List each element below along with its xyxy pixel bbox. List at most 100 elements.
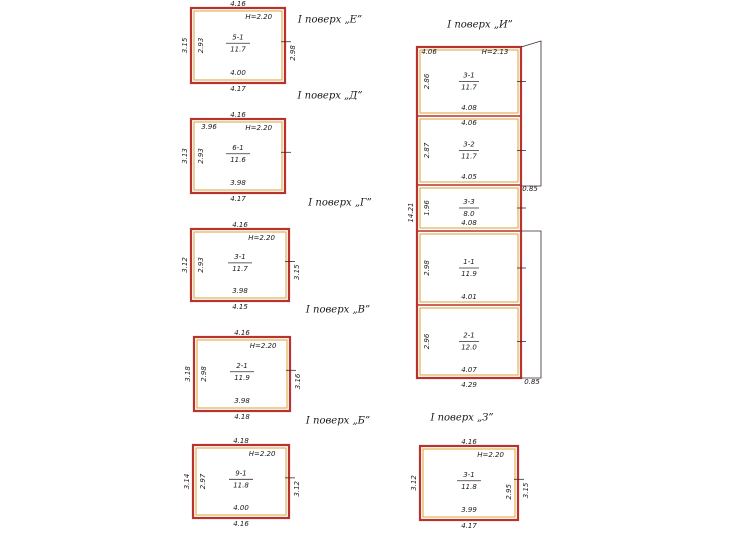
inner-wall [193, 10, 283, 81]
dim-top: 4.16 [461, 438, 477, 446]
dim-left-inner: 2.97 [199, 473, 207, 489]
dim-annex-mid: 0.85 [522, 185, 538, 193]
dim-bottom-inner: 3.98 [234, 397, 250, 405]
dim-side: 2.87 [423, 142, 431, 158]
room-area: 12.0 [461, 344, 477, 352]
ceiling-height: H=2.20 [245, 124, 272, 132]
dim-top-inner: 3.96 [201, 123, 217, 131]
room-number: 6-1 [232, 144, 243, 152]
dim-left-inner: 2.93 [197, 38, 205, 54]
ceiling-height: H=2.20 [250, 342, 277, 350]
room-number: 1-1 [463, 258, 474, 266]
dim-side: 2.98 [423, 260, 431, 276]
room-area: 11.7 [461, 153, 477, 161]
dim-bottom: 4.17 [230, 195, 246, 203]
ceiling-height: H=2.13 [482, 48, 509, 56]
room-area: 11.8 [233, 481, 249, 489]
dim-right: 3.16 [294, 373, 302, 389]
inner-wall [195, 447, 287, 516]
plan-title: I поверх „В” [305, 305, 370, 316]
dim-left-inner: 2.93 [197, 148, 205, 164]
dim-top-inner: 4.06 [421, 48, 437, 56]
outer-wall [191, 443, 291, 520]
dim-bottom: 4.15 [232, 303, 248, 311]
room-3-3: 3-38.01.964.08 [417, 184, 526, 229]
dim-bottom-inner: 4.01 [461, 293, 477, 301]
room-area: 11.7 [230, 45, 246, 53]
dim-bottom-inner: 4.00 [230, 69, 246, 77]
dim-side: 2.86 [423, 73, 431, 89]
dim-right-inner: 2.95 [505, 484, 513, 500]
dim-bottom-inner: 4.05 [461, 173, 477, 181]
dim-bottom-inner: 4.07 [461, 366, 477, 374]
outer-wall [189, 227, 291, 303]
room-3-2: 3-211.72.874.054.06 [417, 115, 526, 183]
dim-top: 4.16 [230, 0, 246, 8]
plan-title: I поверх „Е” [297, 15, 362, 26]
dim-bottom: 4.16 [233, 520, 249, 528]
dim-bottom-inner: 4.08 [461, 104, 477, 112]
plan-title: I поверх „Г” [307, 198, 371, 209]
inner-wall [193, 121, 283, 191]
dim-bottom: 4.18 [234, 413, 250, 421]
dim-right: 3.15 [293, 264, 301, 280]
dim-bottom: 4.29 [461, 381, 477, 389]
dim-left: 3.12 [181, 257, 189, 273]
dim-right: 2.98 [289, 45, 297, 61]
room-area: 11.7 [232, 265, 248, 273]
dim-bottom: 4.17 [230, 85, 246, 93]
ceiling-height: H=2.20 [249, 450, 276, 458]
outer-wall [189, 117, 287, 195]
room-area: 11.6 [230, 156, 246, 164]
room-area: 11.8 [461, 483, 477, 491]
dim-left-inner: 2.93 [197, 257, 205, 273]
dim-bottom-inner: 4.00 [233, 504, 249, 512]
dim-left: 3.15 [181, 37, 189, 53]
plan-i: 3-111.72.864.083-211.72.874.054.063-38.0… [407, 20, 542, 389]
dim-right: 3.12 [293, 480, 301, 496]
dim-left: 3.13 [181, 148, 189, 164]
dim-bottom-inner: 3.99 [461, 506, 477, 514]
room-number: 3-1 [234, 253, 245, 261]
plan-v: I поверх „В” 4.16H=2.20 3.18 2.98 3.16 3.98 4.… [184, 305, 370, 422]
dim-left: 3.14 [183, 474, 191, 490]
dim-left-inner: 2.98 [200, 366, 208, 382]
dim-top: 4.16 [234, 329, 250, 337]
annex-outline [520, 40, 542, 187]
inner-wall [193, 231, 287, 299]
room-2-1: 2-1 12.0 2.96 4.07 [417, 304, 526, 376]
annex-outline [521, 230, 542, 379]
room-number: 5-1 [232, 33, 243, 41]
room-3-1: 3-1 11.7 2.86 4.08 [419, 49, 526, 114]
dim-top: 4.18 [233, 437, 249, 445]
inner-wall [422, 448, 516, 518]
outer-wall [192, 335, 292, 413]
dim-top: 4.16 [232, 221, 248, 229]
room-number: 2-1 [463, 332, 474, 340]
dim-side: 2.96 [423, 333, 431, 349]
room-number: 3-1 [463, 471, 474, 479]
dim-bottom-inner: 3.98 [230, 179, 246, 187]
dim-total-height: 14.21 [407, 202, 415, 222]
room-area: 8.0 [463, 210, 475, 218]
room-area: 11.7 [461, 84, 477, 92]
room-area: 11.9 [461, 270, 477, 278]
dim-left: 3.18 [184, 366, 192, 382]
dim-left: 3.12 [410, 475, 418, 491]
dim-side: 1.96 [423, 200, 431, 216]
dim-annex-bottom: 0.85 [524, 378, 540, 386]
dim-bottom-inner: 3.98 [232, 287, 248, 295]
room-number: 9-1 [235, 469, 246, 477]
room-number: 3-1 [463, 72, 474, 80]
outer-wall [415, 45, 523, 380]
outer-wall [418, 444, 520, 522]
outer-wall [189, 6, 287, 85]
plan-title: I поверх „З” [429, 413, 493, 424]
room-number: 3-2 [463, 141, 475, 149]
dim-right: 3.15 [522, 482, 530, 498]
